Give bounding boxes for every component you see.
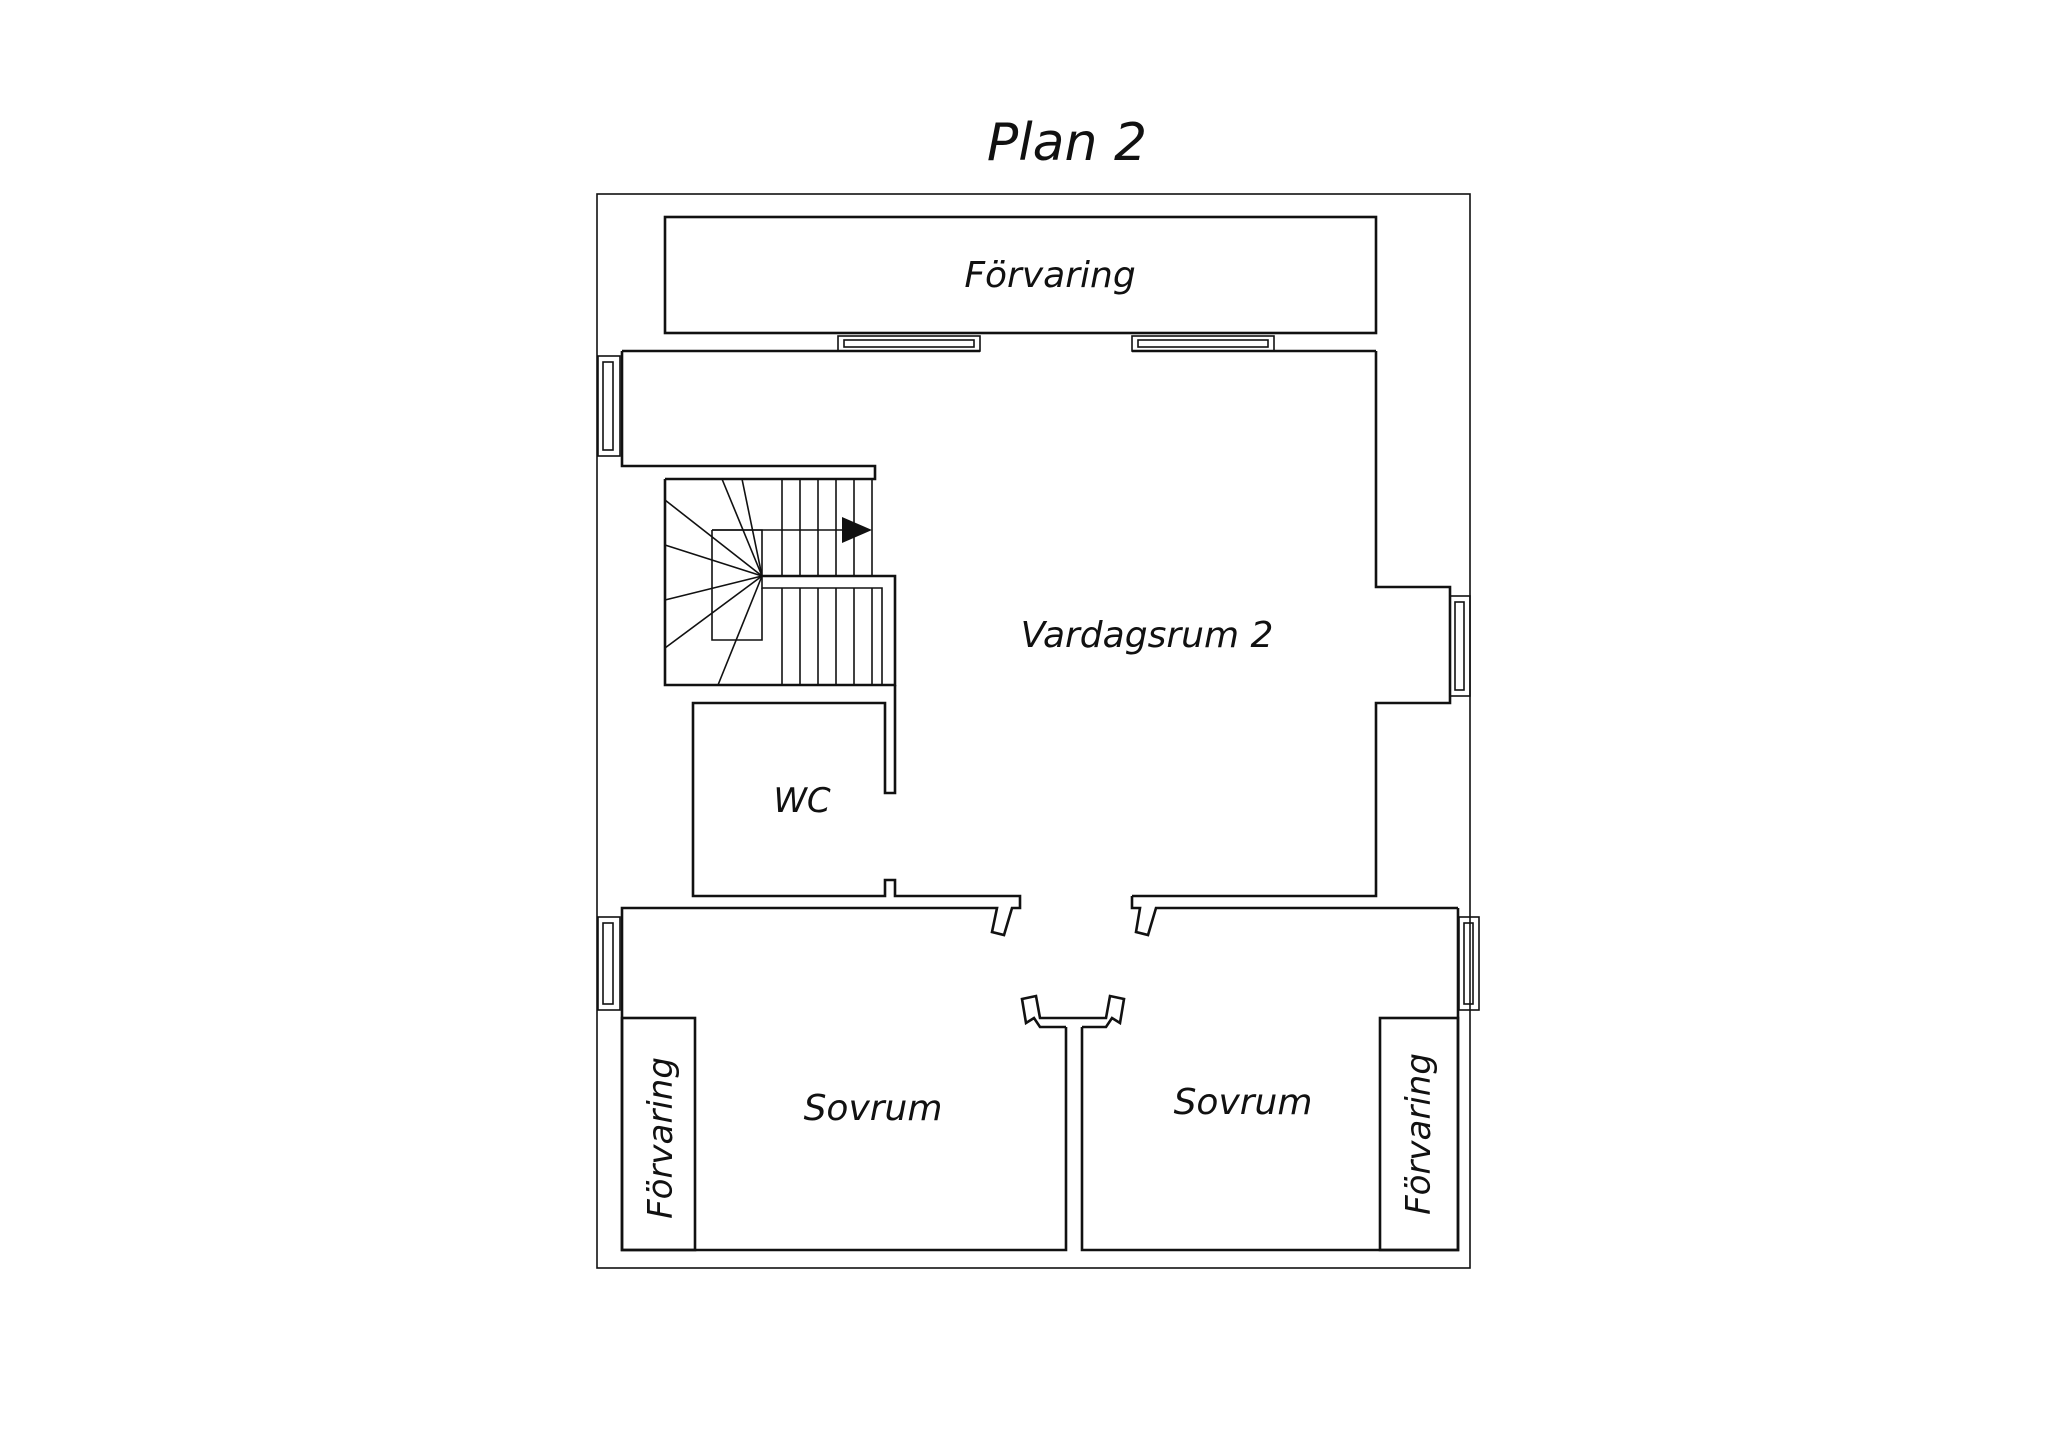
room-label-storage-top: Förvaring: [964, 255, 1135, 296]
room-label-storage-left: Förvaring: [641, 1057, 681, 1219]
room-label-wc: WC: [773, 781, 831, 821]
room-label-storage-right: Förvaring: [1399, 1053, 1439, 1215]
closet-bracket: [1020, 994, 1126, 1029]
wc-room: [691, 685, 1022, 937]
left-wall-upper: [620, 351, 877, 481]
storage-right-room: [1378, 1016, 1460, 1252]
room-label-bedroom-right: Sovrum: [1174, 1082, 1313, 1123]
living-room-bottom-wall: [1130, 893, 1458, 937]
window-left-bedroom: [597, 916, 621, 1011]
room-label-bedroom-left: Sovrum: [804, 1088, 943, 1129]
plan-title: Plan 2: [987, 113, 1147, 173]
outer-boundary: [596, 193, 1471, 1269]
stair-direction-arrow-icon: [842, 517, 872, 543]
storage-left-room: [620, 1016, 697, 1252]
window-right-living: [1449, 595, 1471, 697]
staircase: [663, 478, 897, 687]
window-right-bedroom: [1458, 916, 1480, 1011]
window-top-right: [1131, 335, 1275, 352]
storage-top-room: [663, 215, 1378, 335]
window-left-upper: [597, 355, 621, 457]
bedroom-left-walls: [620, 906, 1068, 1252]
room-label-living: Vardagsrum 2: [1021, 615, 1274, 656]
right-wall-living: [1374, 351, 1452, 893]
window-top-left: [837, 335, 981, 352]
